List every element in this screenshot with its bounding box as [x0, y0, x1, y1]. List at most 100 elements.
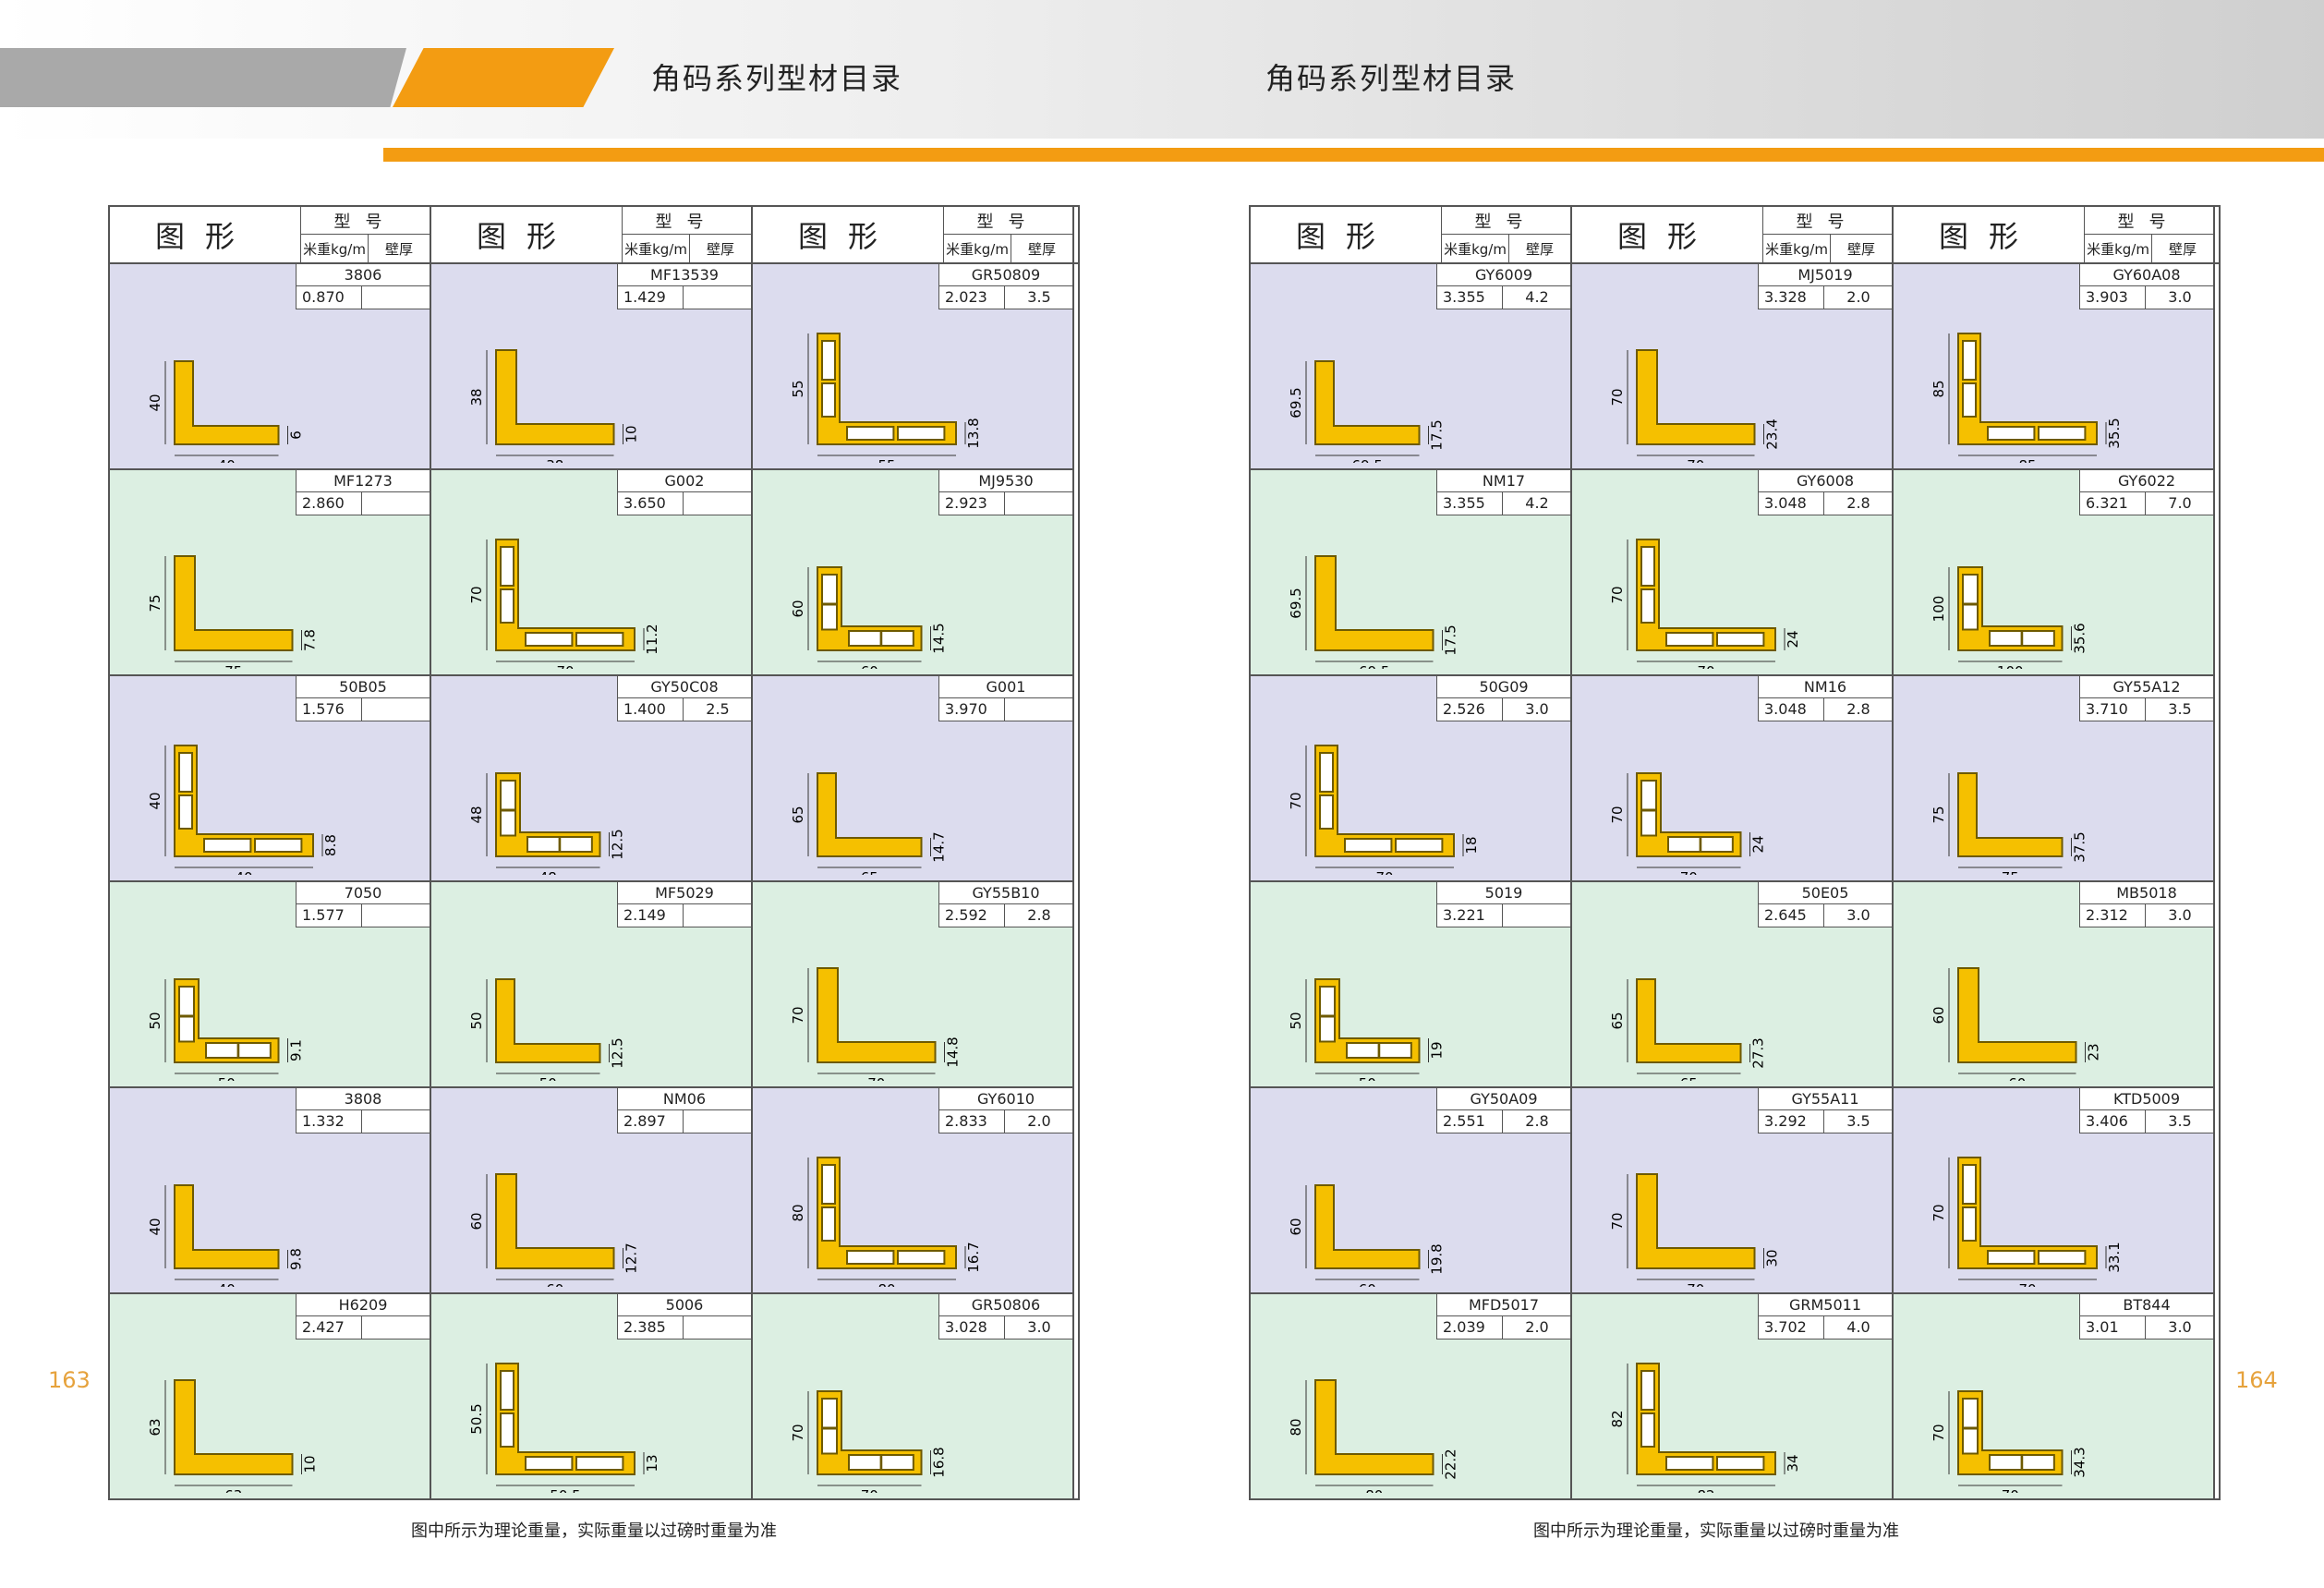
thickness-header: 壁厚	[1525, 240, 1554, 258]
profile-chamber	[178, 1015, 195, 1043]
profile-drawing: 75757.8	[147, 555, 319, 680]
profile-shape	[174, 555, 294, 651]
dim-thickness-label: 12.5	[610, 829, 626, 859]
dim-height-label: 70	[1931, 1424, 1947, 1441]
profile-chamber	[559, 836, 593, 853]
wall-thickness: 2.8	[1846, 494, 1870, 512]
unit-weight: 0.870	[297, 286, 362, 309]
profile-figure: 707033.1	[1921, 1134, 2171, 1298]
thickness-header: 壁厚	[1027, 240, 1056, 258]
unit-weight: 3.01	[2080, 1316, 2146, 1339]
profile-chamber	[500, 809, 516, 837]
profile-shape	[817, 967, 937, 1063]
model-number: MJ5019	[1759, 264, 1892, 286]
dim-width-label: 82	[1697, 1487, 1714, 1493]
model-header: 型号	[1442, 207, 1570, 235]
model-number: G001	[939, 676, 1072, 698]
profile-chamber	[1700, 836, 1734, 853]
dim-width-label: 69.5	[1359, 663, 1389, 669]
unit-weight: 3.292	[1759, 1110, 1824, 1133]
model-number: GY6008	[1759, 470, 1892, 492]
dim-width-label: 48	[539, 869, 557, 875]
wall-thickness	[684, 904, 751, 927]
dim-thickness-label: 9.8	[288, 1248, 305, 1270]
unit-weight: 6.321	[2080, 492, 2146, 515]
profile-chamber	[1378, 1042, 1412, 1059]
thickness-header: 壁厚	[2168, 240, 2197, 258]
dim-width-label: 80	[878, 1281, 895, 1287]
profile-chamber	[880, 630, 914, 647]
dim-thickness-label: 17.5	[1429, 419, 1446, 450]
profile-chamber	[500, 1370, 514, 1411]
dim-width-label: 70	[1687, 1281, 1704, 1287]
unit-weight: 2.645	[1759, 904, 1824, 927]
profile-cell: 383810MF135391.429	[431, 264, 753, 474]
wall-thickness: 2.0	[1846, 288, 1870, 306]
dim-height-label: 75	[1931, 806, 1947, 823]
profile-chamber	[1962, 1398, 1979, 1429]
model-number: BT844	[2080, 1294, 2213, 1316]
profile-shape	[1314, 978, 1421, 1063]
dim-thickness-label: 22.2	[1443, 1449, 1459, 1479]
dim-thickness-label: 35.6	[2072, 623, 2088, 653]
profile-drawing: 656514.7	[790, 772, 948, 886]
profile-shape	[1636, 349, 1756, 445]
profile-shape	[174, 360, 280, 445]
unit-weight: 3.903	[2080, 286, 2146, 309]
wall-thickness: 3.0	[2168, 1318, 2192, 1336]
profile-chamber	[821, 574, 838, 605]
profile-figure: 555513.8	[781, 310, 1030, 474]
wall-thickness: 3.0	[1027, 1318, 1051, 1336]
dim-width-label: 100	[1997, 663, 2024, 669]
unit-weight: 3.355	[1437, 492, 1503, 515]
dim-width-label: 40	[235, 869, 252, 875]
profile-shape	[1636, 772, 1742, 857]
profile-chamber	[1667, 836, 1701, 853]
profile-drawing: 707024	[1609, 772, 1767, 886]
profile-figure: 40409.8	[138, 1134, 387, 1298]
dim-thickness-label: 33.1	[2106, 1242, 2123, 1272]
dim-thickness-label: 14.8	[945, 1036, 962, 1067]
profile-figure: 50.550.513	[459, 1340, 708, 1504]
dim-thickness-label: 9.1	[288, 1039, 305, 1061]
wall-thickness: 2.5	[706, 700, 730, 718]
profile-drawing: 656527.3	[1609, 978, 1767, 1092]
profile-chamber	[1962, 382, 1977, 418]
dim-width-label: 70	[556, 663, 574, 669]
thickness-header: 壁厚	[384, 240, 413, 258]
model-number: 5006	[618, 1294, 751, 1316]
profile-chamber	[821, 1427, 838, 1455]
profile-shape	[1314, 1184, 1421, 1269]
dim-thickness-label: 35.5	[2106, 418, 2123, 448]
model-number: GY55A12	[2080, 676, 2213, 698]
dim-height-label: 60	[790, 600, 806, 617]
unit-weight: 2.039	[1437, 1316, 1503, 1339]
profile-shape	[1636, 1173, 1756, 1269]
dim-width-label: 63	[224, 1487, 242, 1493]
profile-chamber	[1640, 809, 1657, 837]
dim-thickness-label: 16.8	[931, 1447, 948, 1477]
dim-thickness-label: 12.5	[610, 1037, 626, 1068]
profile-chamber	[1987, 1250, 2036, 1265]
profile-chamber	[848, 630, 882, 647]
profile-shape	[817, 772, 923, 857]
unit-weight: 2.923	[939, 492, 1005, 515]
dim-thickness-label: 7.8	[302, 629, 319, 651]
profile-figure: 707016.8	[781, 1340, 1030, 1504]
dim-thickness-label: 37.5	[2072, 831, 2088, 862]
model-number: H6209	[297, 1294, 430, 1316]
wall-thickness: 2.8	[1525, 1112, 1549, 1130]
